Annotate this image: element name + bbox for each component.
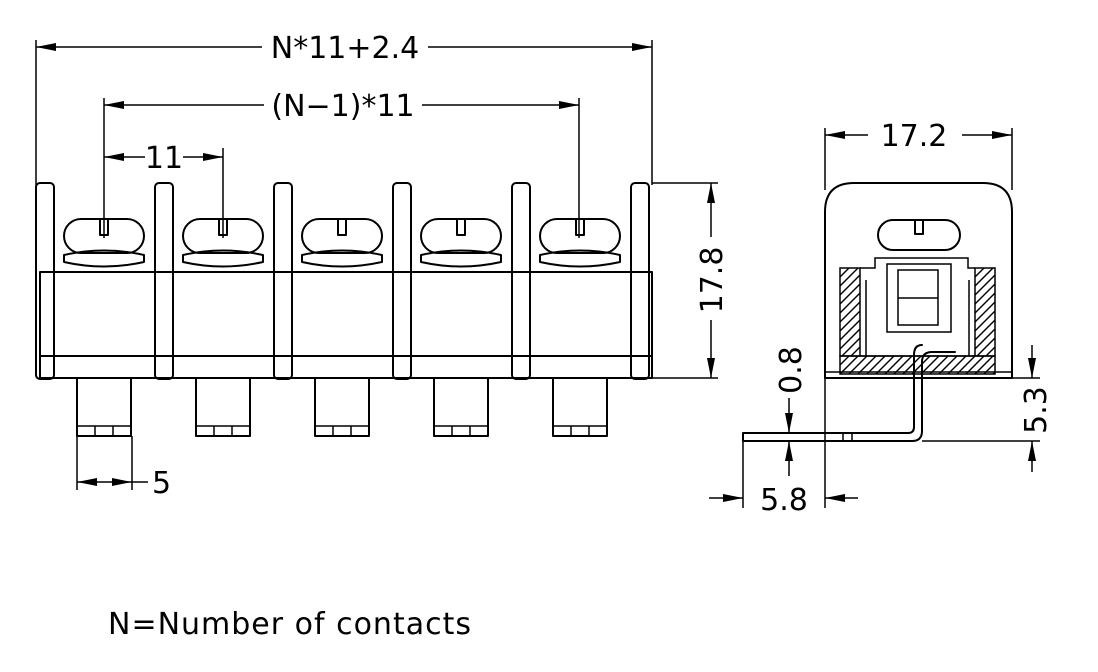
tab-length-label: 5.8	[760, 483, 808, 518]
pin-width-label: 5	[152, 466, 171, 501]
hatch-left-wall	[840, 268, 860, 356]
screw-heads	[63, 218, 621, 268]
screw-washer	[420, 249, 502, 268]
housing-outline	[824, 182, 1013, 379]
pin-height-dimension: 5.3	[922, 345, 1054, 472]
solder-pin	[195, 377, 251, 437]
contact	[301, 218, 383, 268]
screw-slot	[337, 218, 347, 236]
depth-dimension: 17.2	[824, 119, 1013, 190]
pin-width-dimension: 5	[76, 436, 171, 501]
screw-washer	[539, 249, 621, 268]
overall-length-label: N*11+2.4	[271, 31, 419, 66]
pitch-dimension: 11	[104, 141, 224, 238]
height-dimension: 17.8	[652, 182, 730, 379]
screw-slot	[575, 218, 585, 236]
screw-washer	[63, 249, 145, 268]
hatch-right-wall	[975, 268, 995, 356]
overall-length-dimension: N*11+2.4	[35, 31, 653, 272]
separator-wall	[630, 182, 650, 380]
side-view	[742, 182, 1013, 442]
pitch-span-label: (N−1)*11	[271, 89, 414, 124]
solder-pin	[552, 377, 608, 437]
hatch-bottom-wall	[840, 356, 995, 374]
solder-pin	[76, 377, 132, 437]
screw-washer	[301, 249, 383, 268]
tab-thickness-label: 0.8	[774, 346, 809, 394]
contact	[539, 218, 621, 268]
contacts-note: N=Number of contacts	[108, 607, 472, 642]
tab-thickness-dimension: 0.8	[774, 346, 809, 476]
contact	[420, 218, 502, 268]
separator-walls	[35, 182, 650, 380]
screw-slot	[456, 218, 466, 236]
solder-pin	[433, 377, 489, 437]
depth-label: 17.2	[881, 119, 948, 154]
terminal-base-strip	[39, 355, 653, 379]
pitch-span-dimension: (N−1)*11	[103, 89, 580, 238]
front-view	[35, 182, 653, 437]
solder-pins	[76, 377, 608, 437]
separator-wall	[392, 182, 412, 380]
height-label: 17.8	[695, 247, 730, 314]
separator-wall	[35, 182, 55, 380]
tab-length-dimension: 5.8	[709, 378, 858, 518]
separator-wall	[273, 182, 293, 380]
separator-wall	[154, 182, 174, 380]
solder-pin	[314, 377, 370, 437]
screw-washer	[182, 249, 264, 268]
pitch-label: 11	[145, 141, 183, 176]
separator-wall	[511, 182, 531, 380]
pin-height-label: 5.3	[1019, 386, 1054, 434]
side-screw-slot	[914, 219, 924, 235]
terminal-body	[39, 271, 653, 357]
